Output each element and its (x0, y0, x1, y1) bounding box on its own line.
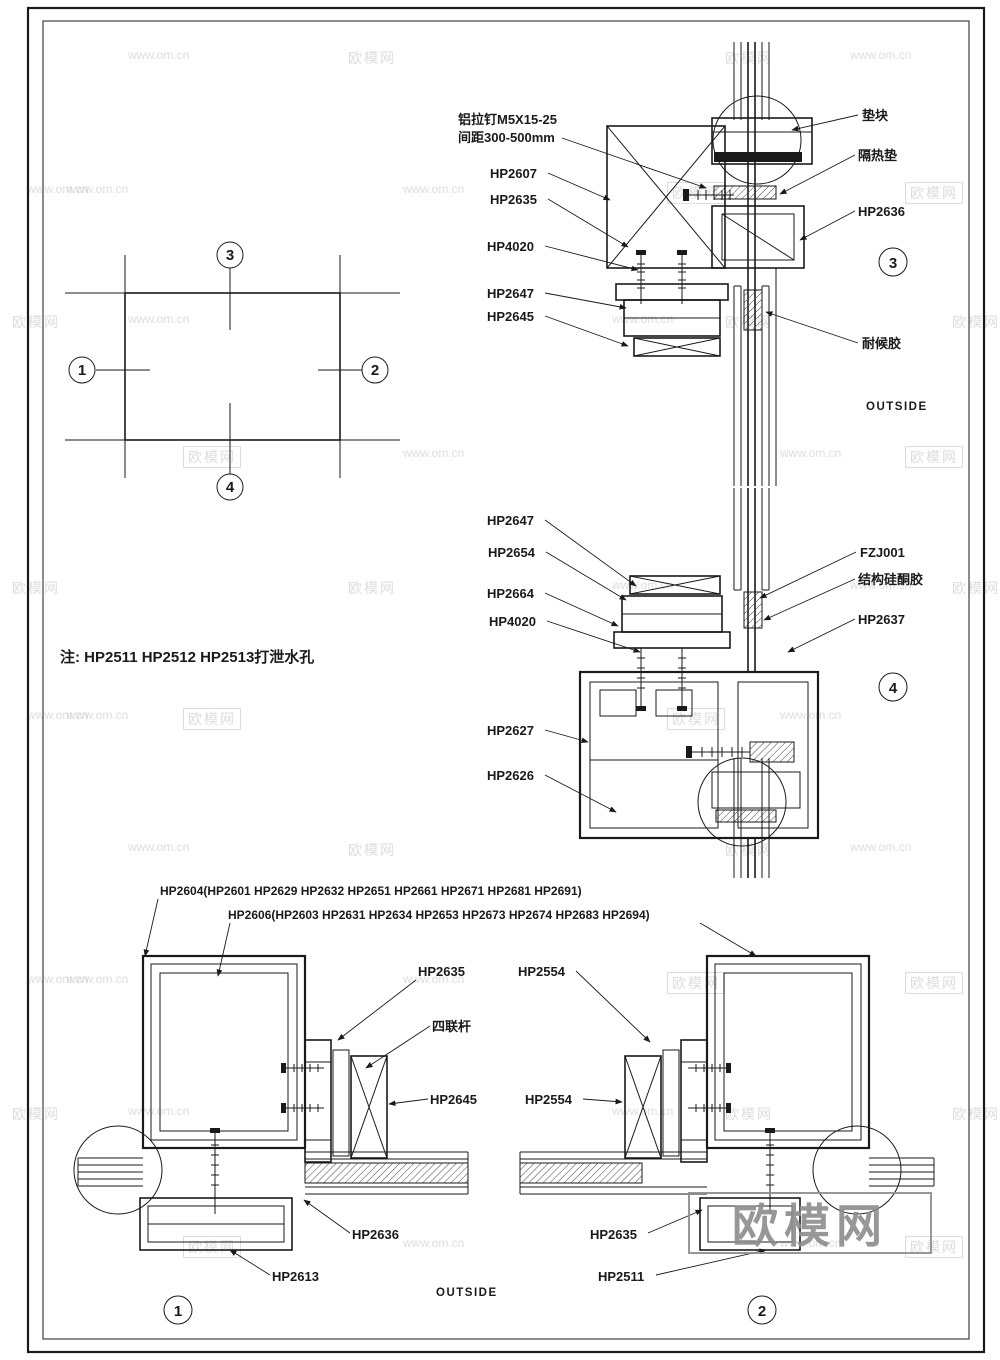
detail-3-labels: 铝拉钉M5X15-25 间距300-500mm HP2607 HP2635 HP… (458, 108, 928, 413)
label-hp2645: HP2645 (487, 309, 534, 324)
label-hp2626: HP2626 (487, 768, 534, 783)
detail-3-section (606, 42, 813, 486)
label-hp2635-d1: HP2635 (418, 964, 465, 979)
key-plan-bubble-2 (361, 356, 389, 384)
detail-4-number-bubble (878, 672, 908, 702)
label-hp4020-d4: HP4020 (489, 614, 536, 629)
label-hp2647-d4: HP2647 (487, 513, 534, 528)
detail-1-outside-label: OUTSIDE (436, 1287, 498, 1299)
key-plan-bubble-4 (216, 473, 244, 501)
label-hp2511: HP2511 (598, 1269, 644, 1284)
label-hp2636-d1: HP2636 (352, 1227, 399, 1242)
label-hp2554-top: HP2554 (518, 964, 566, 979)
label-hp2637: HP2637 (858, 612, 905, 627)
detail-2-bubble (812, 1125, 902, 1215)
detail-3-number-bubble (878, 247, 908, 277)
label-hp2613: HP2613 (272, 1269, 319, 1284)
drawing-border (26, 6, 986, 1354)
detail-2-number: 2 (758, 1303, 766, 1320)
detail-4-bubble (697, 757, 787, 847)
detail-1-bubble (73, 1125, 163, 1215)
detail-3-outside-label: OUTSIDE (866, 401, 928, 413)
label-hp4020: HP4020 (487, 239, 534, 254)
key-plan-bubble-3 (216, 241, 244, 269)
drainage-note: 注: HP2511 HP2512 HP2513打泄水孔 (60, 648, 314, 666)
detail-1-number: 1 (174, 1303, 182, 1320)
series-label-2: HP2606(HP2603 HP2631 HP2634 HP2653 HP267… (228, 908, 650, 922)
label-thermal-strip: 隔热垫 (858, 148, 897, 163)
detail-4-section (578, 488, 820, 878)
label-hp2647: HP2647 (487, 286, 534, 301)
label-hp2636: HP2636 (858, 204, 905, 219)
large-watermark: 欧模网 (688, 1192, 932, 1254)
label-hp2635-d2: HP2635 (590, 1227, 637, 1242)
key-plan-number-1: 1 (78, 362, 86, 379)
key-plan-number-4: 4 (226, 479, 235, 496)
label-structural-sealant: 结构硅酮胶 (858, 572, 923, 587)
detail-2-section (519, 954, 935, 1251)
detail-1-number-bubble (163, 1295, 193, 1325)
label-hp2664: HP2664 (487, 586, 535, 601)
label-hp2627: HP2627 (487, 723, 534, 738)
detail-4-number: 4 (889, 680, 898, 697)
series-label-1: HP2604(HP2601 HP2629 HP2632 HP2651 HP266… (160, 884, 582, 898)
label-link-rod: 四联杆 (432, 1019, 471, 1034)
label-hp2645-d1: HP2645 (430, 1092, 477, 1107)
label-rivet-line2: 间距300-500mm (458, 130, 555, 145)
detail-4-labels: HP2647 HP2654 HP2664 HP4020 HP2627 HP262… (487, 513, 923, 813)
key-plan-number-2: 2 (371, 362, 379, 379)
label-rivet-line1: 铝拉钉M5X15-25 (458, 112, 557, 127)
series-labels: HP2604(HP2601 HP2629 HP2632 HP2651 HP266… (143, 884, 757, 977)
label-hp2554-side: HP2554 (525, 1092, 573, 1107)
detail-3-bubble (712, 95, 802, 185)
label-hp2635: HP2635 (490, 192, 537, 207)
detail-3-number: 3 (889, 255, 897, 272)
key-plan-bubble-1 (68, 356, 96, 384)
label-spacer-block: 垫块 (862, 108, 889, 123)
label-hp2607: HP2607 (490, 166, 537, 181)
key-plan: 3 4 1 2 (65, 241, 400, 501)
detail-2-number-bubble (747, 1295, 777, 1325)
label-weather-sealant: 耐候胶 (862, 336, 901, 351)
label-hp2654: HP2654 (488, 545, 536, 560)
detail-1-section (73, 954, 469, 1251)
detail-1-labels: HP2635 四联杆 HP2645 HP2636 HP2613 OUTSIDE … (163, 964, 498, 1325)
label-fzj001: FZJ001 (860, 545, 905, 560)
detail-2-labels: HP2554 HP2554 HP2635 HP2511 2 (518, 964, 777, 1325)
key-plan-number-3: 3 (226, 247, 234, 264)
